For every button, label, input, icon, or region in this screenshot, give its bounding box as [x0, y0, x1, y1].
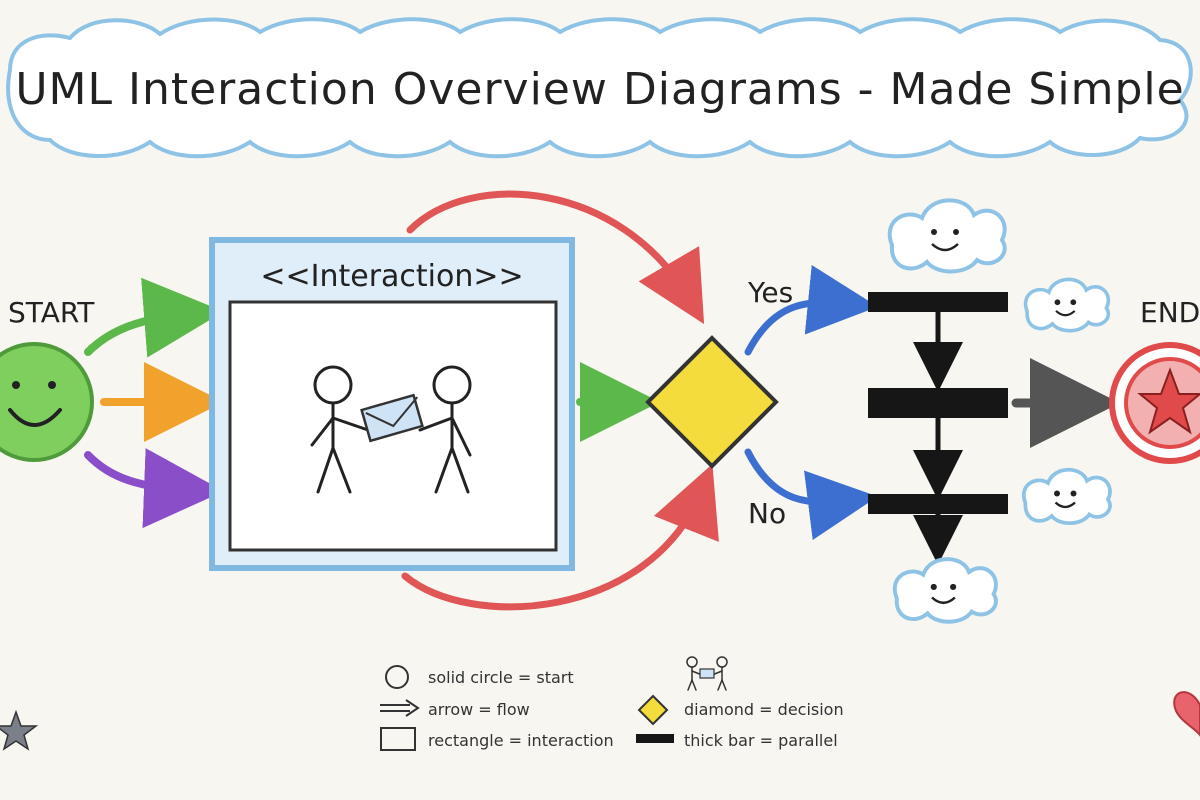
start-node: START — [0, 296, 95, 462]
interaction-title: <<Interaction>> — [260, 259, 523, 294]
start-arrow-top — [84, 277, 224, 358]
start-arrow-bottom — [84, 448, 224, 529]
legend-item-arrow: arrow = flow — [428, 700, 530, 719]
star-icon — [1137, 367, 1200, 435]
thick-bar-icon — [868, 292, 1008, 514]
no-arrow — [744, 448, 878, 540]
envelope-icon — [360, 393, 424, 443]
legend-item-rectangle: rectangle = interaction — [428, 731, 614, 750]
title-banner: UML Interaction Overview Diagrams - Made… — [6, 17, 1193, 159]
legend-item-start: solid circle = start — [428, 668, 574, 687]
no-label: No — [748, 497, 786, 530]
cloud-icon — [887, 198, 1007, 274]
legend-circle-icon — [385, 665, 409, 689]
start-label: START — [8, 296, 95, 329]
loop-arrow-top — [406, 190, 705, 325]
legend-stick-figures-icon — [686, 656, 728, 691]
page-title: UML Interaction Overview Diagrams - Made… — [15, 64, 1184, 115]
heart-icon — [1173, 691, 1200, 737]
end-node: END — [1109, 296, 1200, 464]
diamond-icon — [645, 335, 779, 469]
legend-arrow-icon — [380, 699, 420, 717]
legend-diamond-icon — [637, 694, 669, 726]
stick-figures-icon — [310, 365, 472, 494]
legend-rectangle-icon — [380, 727, 416, 751]
cloud-icon — [1021, 467, 1112, 525]
small-star-icon — [0, 709, 39, 751]
legend-item-bar: thick bar = parallel — [684, 731, 838, 750]
loop-arrow-bottom — [401, 464, 719, 611]
legend: solid circle = start arrow = flow rectan… — [380, 656, 844, 751]
end-label: END — [1140, 296, 1200, 329]
legend-thick-bar-icon — [636, 734, 674, 743]
legend-item-diamond: diamond = decision — [684, 700, 844, 719]
yes-label: Yes — [747, 276, 793, 309]
cloud-icon — [892, 557, 998, 624]
cloud-icon — [1023, 277, 1110, 333]
yes-arrow — [744, 264, 878, 356]
